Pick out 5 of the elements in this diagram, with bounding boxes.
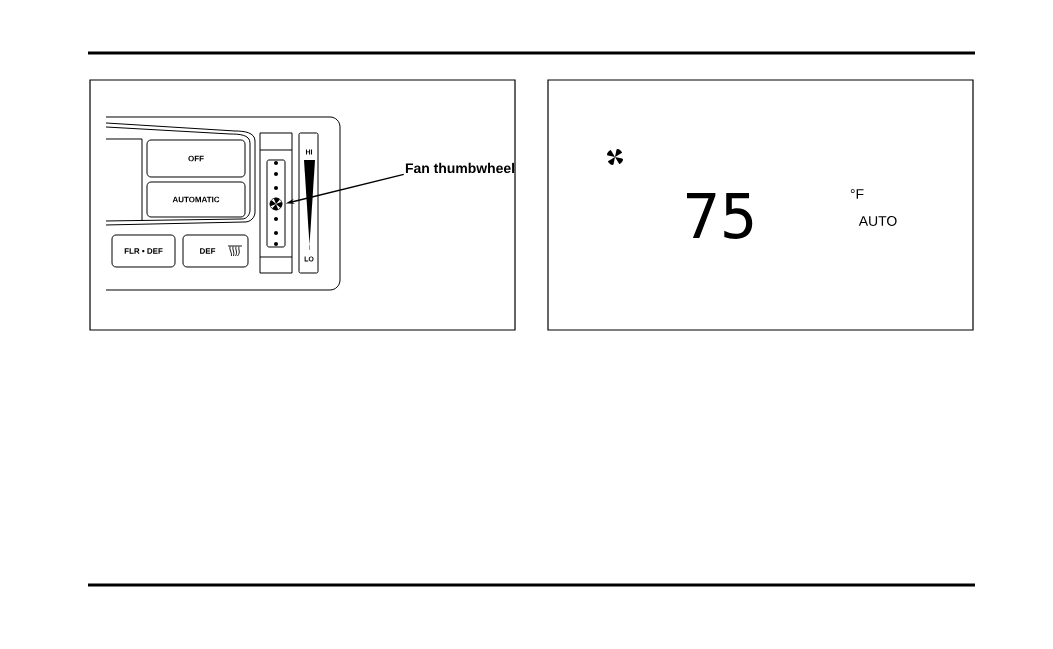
mode-label: AUTO — [858, 216, 897, 226]
callout-text: Fan thumbwheel — [405, 162, 515, 174]
temperature-readout: 75 — [687, 193, 753, 239]
unit-label: °F — [850, 189, 864, 199]
fan-thumbwheel — [266, 159, 286, 248]
